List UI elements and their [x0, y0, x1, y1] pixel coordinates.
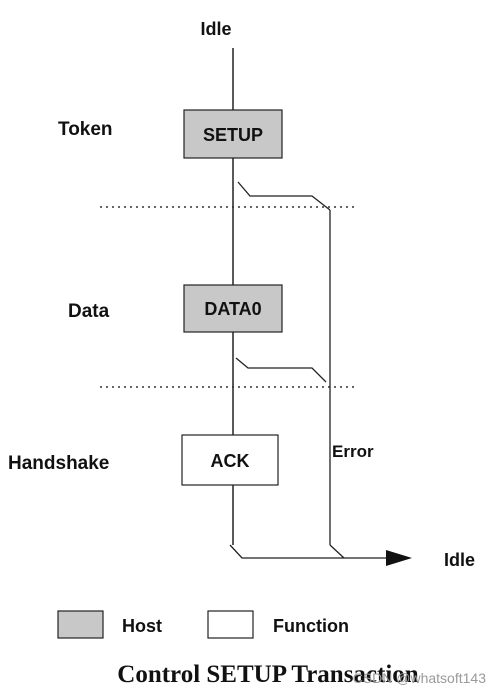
legend-function-swatch [207, 610, 254, 639]
legend-host-label: Host [122, 616, 162, 636]
packet-label-data0: DATA0 [204, 299, 261, 319]
packet-label-ack: ACK [211, 451, 250, 471]
diagram-caption: Control SETUP Transaction [117, 661, 419, 688]
idle-right-label: Idle [444, 550, 475, 570]
watermark: CSDN @whatsoft143 [353, 670, 486, 686]
legend-function-label: Function [273, 616, 349, 636]
packet-box-ack [181, 434, 279, 486]
stage-label-token: Token [58, 119, 113, 140]
error-branch-token [237, 181, 331, 211]
error-label: Error [332, 442, 374, 461]
stage-label-handshake: Handshake [8, 453, 109, 474]
idle-top-label: Idle [200, 19, 231, 39]
packet-box-data0 [183, 284, 283, 333]
packet-label-setup: SETUP [203, 125, 263, 145]
error-to-idle-path [329, 544, 345, 559]
packet-box-setup [183, 109, 283, 159]
stage-label-data: Data [68, 301, 110, 322]
ack-to-idle-path [229, 544, 386, 559]
legend-host-swatch [57, 610, 104, 639]
error-branch-data [235, 357, 327, 383]
idle-arrow-head [386, 550, 412, 566]
